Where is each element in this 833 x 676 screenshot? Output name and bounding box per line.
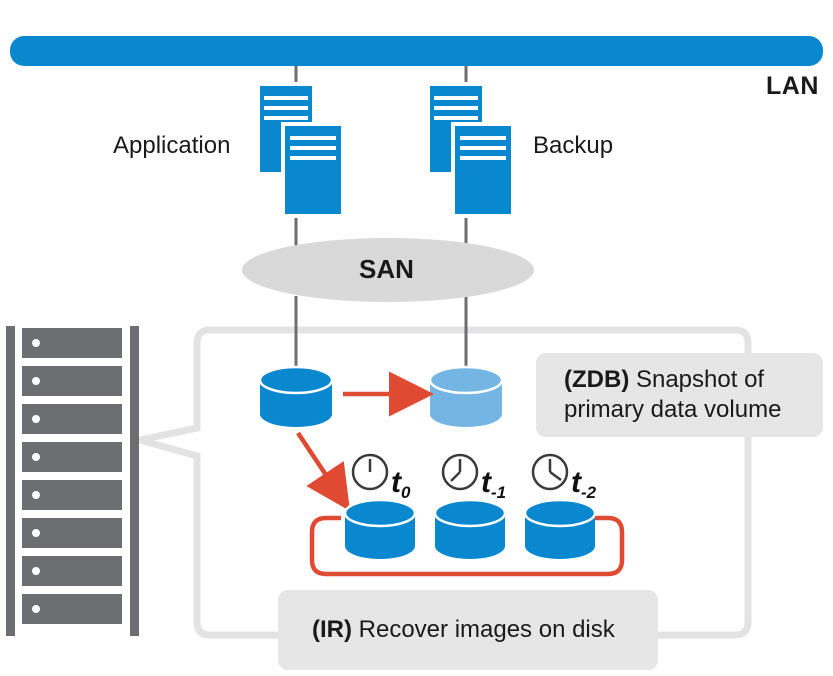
- clock-icon: [531, 453, 569, 491]
- san-cloud: [242, 238, 534, 302]
- frame-outline: [139, 326, 752, 639]
- application-label: Application: [113, 132, 231, 159]
- server-icon: [426, 82, 515, 218]
- lan-label: LAN: [766, 72, 819, 100]
- timepoint-label-t0: t0: [391, 466, 411, 502]
- replica-disk-icon: [433, 498, 507, 559]
- rotation-loop: [309, 515, 625, 577]
- snapshot-disk-icon: [428, 365, 504, 427]
- backup-label: Backup: [533, 132, 614, 159]
- ir-tag: (IR): [312, 616, 352, 643]
- clock-icon: [441, 453, 479, 491]
- server-icon: [256, 82, 345, 218]
- zdb-tag: (ZDB): [564, 366, 630, 393]
- ir-text: Recover images on disk: [351, 616, 615, 643]
- ir-callout: (IR) Recover images on disk: [278, 590, 658, 670]
- zdb-text-line2: primary data volume: [564, 396, 782, 423]
- primary-disk-icon: [258, 365, 334, 427]
- lan-bar: [10, 36, 823, 66]
- replica-arrow: [296, 431, 350, 511]
- zdb-text-line1: Snapshot of: [629, 366, 765, 393]
- replica-disk-icon: [343, 498, 417, 559]
- timepoint-label-t-1: t-1: [481, 466, 507, 502]
- san-label: SAN: [359, 254, 414, 284]
- zdb-callout: (ZDB) Snapshot of primary data volume: [536, 353, 823, 437]
- rack-icon: [6, 326, 139, 636]
- replica-disk-icon: [523, 498, 597, 559]
- timepoint-label-t-2: t-2: [571, 466, 597, 502]
- clock-icon: [351, 453, 389, 491]
